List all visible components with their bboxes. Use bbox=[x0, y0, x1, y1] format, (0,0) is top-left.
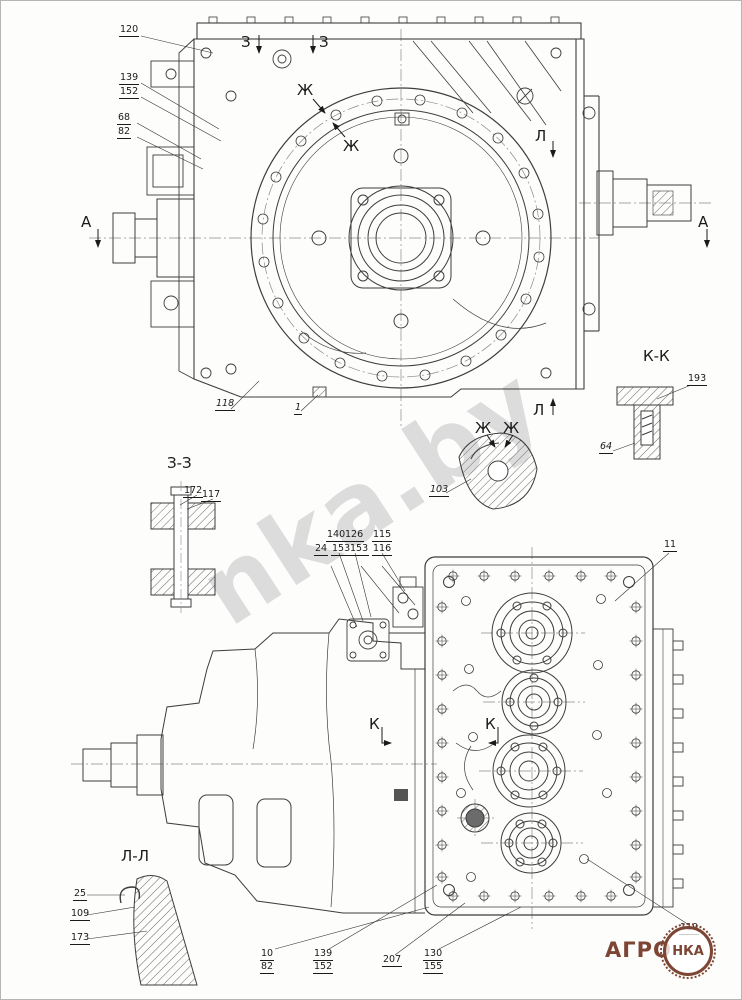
leader-lines bbox=[86, 35, 692, 956]
bottom-view bbox=[71, 547, 684, 929]
section-label-z-right: З bbox=[319, 33, 329, 51]
bottom-centerlines bbox=[71, 547, 585, 929]
callout-1: 1 bbox=[294, 402, 303, 415]
callout-11: 11 bbox=[663, 539, 678, 552]
callout-118: 118 bbox=[215, 398, 236, 411]
callout-103: 103 bbox=[429, 484, 450, 497]
callout-193: 193 bbox=[687, 373, 708, 386]
view-title-kk: К-К bbox=[643, 347, 670, 365]
section-label-a-right: А bbox=[698, 213, 709, 231]
casting-ribs bbox=[412, 40, 562, 126]
view-title-ll: Л-Л bbox=[121, 847, 149, 865]
logo-wordmark: АГРО bbox=[605, 938, 672, 962]
top-flange-bolt-stubs bbox=[208, 16, 560, 24]
section-label-a-left: А bbox=[81, 213, 92, 231]
callout-207: 207 bbox=[382, 954, 403, 967]
bearing-cover-2 bbox=[501, 669, 567, 735]
logo-badge-text: НКА bbox=[672, 943, 704, 959]
breather-bracket bbox=[346, 576, 425, 662]
callout-109: 109 bbox=[70, 908, 91, 921]
logo-gear-badge: НКА bbox=[660, 923, 716, 979]
callout-82-bottom: 82 bbox=[260, 961, 275, 974]
main-flange bbox=[250, 87, 552, 389]
section-label-z-left: З bbox=[241, 33, 251, 51]
callout-10: 10 bbox=[260, 948, 275, 961]
section-arrows bbox=[95, 35, 710, 746]
right-edge-wall bbox=[652, 628, 684, 908]
section-label-l-top: Л bbox=[535, 127, 547, 145]
callout-155: 155 bbox=[423, 961, 444, 974]
detail-zz bbox=[150, 481, 216, 613]
section-label-k-right: К bbox=[485, 715, 496, 733]
left-input-shaft bbox=[112, 198, 195, 278]
callout-116: 116 bbox=[372, 543, 393, 556]
callout-126: 126 bbox=[344, 529, 365, 542]
bearing-cover-1 bbox=[491, 592, 573, 674]
section-label-zh-1: Ж bbox=[297, 81, 314, 99]
section-label-zh-3: Ж bbox=[475, 419, 492, 437]
callout-120: 120 bbox=[119, 24, 140, 37]
section-label-zh-2: Ж bbox=[343, 137, 360, 155]
bearing-cover-4 bbox=[500, 812, 562, 874]
callout-173: 173 bbox=[70, 932, 91, 945]
bottom-housing bbox=[82, 618, 425, 914]
section-label-zh-4: Ж bbox=[503, 419, 520, 437]
section-label-k-left: К bbox=[369, 715, 380, 733]
callout-25: 25 bbox=[73, 888, 88, 901]
callout-153-b: 153 bbox=[349, 543, 370, 556]
view-title-zz: З-З bbox=[167, 454, 192, 472]
callout-152-bottom: 152 bbox=[313, 961, 334, 974]
callout-152-top: 152 bbox=[119, 86, 140, 99]
callout-115: 115 bbox=[372, 529, 393, 542]
bearing-cover-3 bbox=[492, 734, 566, 808]
callout-139-top: 139 bbox=[119, 72, 140, 85]
flange-bolt-holes bbox=[257, 94, 545, 382]
callout-82-top: 82 bbox=[117, 126, 132, 139]
top-view bbox=[89, 16, 711, 429]
callout-24: 24 bbox=[314, 543, 329, 556]
detail-kk bbox=[616, 386, 674, 460]
callout-68: 68 bbox=[117, 112, 132, 125]
right-output-shaft bbox=[596, 170, 692, 236]
callout-153-a: 153 bbox=[331, 543, 352, 556]
callout-130: 130 bbox=[423, 948, 444, 961]
left-fittings bbox=[146, 60, 195, 328]
detail-sector-103 bbox=[458, 432, 538, 510]
detail-ll bbox=[119, 875, 198, 986]
housing-outline bbox=[178, 22, 600, 398]
callout-117: 117 bbox=[201, 489, 222, 502]
top-centerlines bbox=[89, 29, 711, 429]
callout-140: 140 bbox=[326, 529, 347, 542]
callout-172: 172 bbox=[183, 485, 204, 498]
center-hub bbox=[311, 148, 491, 329]
callout-139-bottom: 139 bbox=[313, 948, 334, 961]
callout-64: 64 bbox=[599, 441, 614, 454]
knurled-plug bbox=[460, 803, 490, 833]
top-misc-features bbox=[200, 47, 596, 398]
plate-scattered-bolts bbox=[456, 594, 612, 882]
section-label-l-bottom: Л bbox=[533, 401, 545, 419]
